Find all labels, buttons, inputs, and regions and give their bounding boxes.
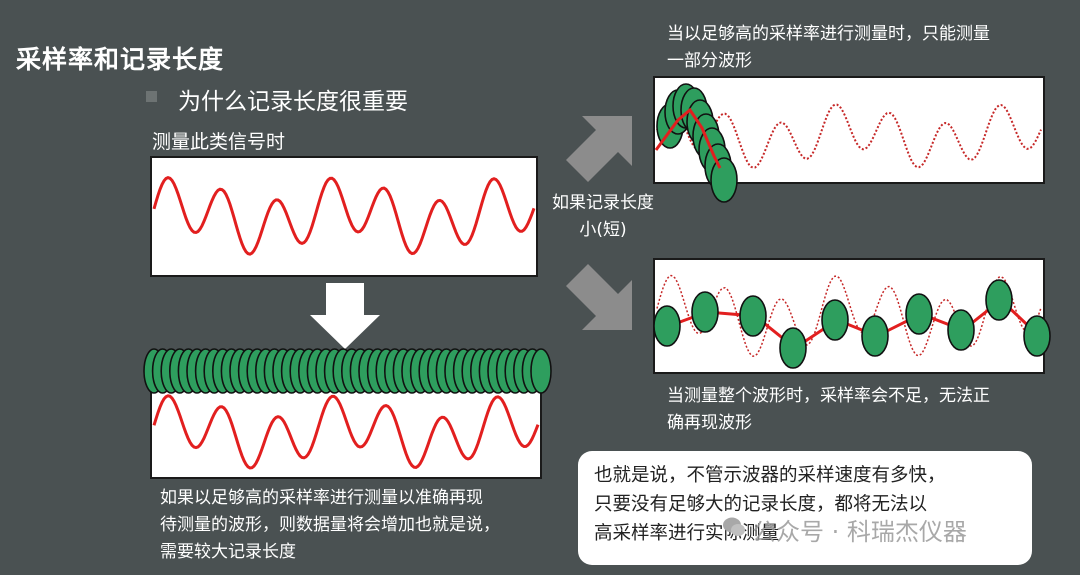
- bottom-right-explanation: 当测量整个波形时，采样率会不足，无法正 确再现波形: [667, 383, 1067, 437]
- bullet-square: [146, 91, 157, 102]
- arrow-down-right: [566, 264, 632, 330]
- slide-subtitle: 为什么记录长度很重要: [178, 89, 408, 115]
- sample-marker: [1023, 315, 1051, 357]
- measure-signal-label: 测量此类信号时: [152, 131, 286, 153]
- bottom-right-line-2: 确再现波形: [667, 413, 752, 433]
- summary-callout: 也就是说，不管示波器的采样速度有多快， 只要没有足够大的记录长度，都将无法以 高…: [578, 451, 1032, 565]
- signal-waveform: [152, 175, 536, 256]
- top-right-explanation: 当以足够高的采样率进行测量时，只能测量 一部分波形: [667, 21, 1067, 75]
- down-arrow: [310, 283, 380, 349]
- sample-marker: [691, 291, 719, 333]
- sample-marker: [710, 157, 738, 203]
- middle-condition-line-1: 如果记录长度: [552, 193, 654, 213]
- undersampled-waveform: [656, 274, 1042, 357]
- callout-line-2: 只要没有足够大的记录长度，都将无法以: [594, 494, 928, 515]
- bottom-explanation-line-1: 如果以足够高的采样率进行测量以准确再现: [160, 488, 483, 508]
- dense-sample-strip: [143, 348, 552, 394]
- top-right-line-1: 当以足够高的采样率进行测量时，只能测量: [667, 24, 990, 44]
- watermark-text: 公众号 · 科瑞杰仪器: [752, 518, 967, 546]
- sampled-waveform: [152, 394, 540, 470]
- sample-marker: [861, 315, 889, 357]
- partial-capture-trace: [654, 107, 722, 169]
- wechat-icon: [723, 517, 745, 536]
- partial-sample-cluster: [654, 83, 738, 203]
- bottom-right-line-1: 当测量整个波形时，采样率会不足，无法正: [667, 386, 990, 406]
- bottom-explanation-line-3: 需要较大记录长度: [160, 542, 296, 562]
- sparse-sample-points: [653, 279, 1051, 369]
- signal-panel: [150, 156, 538, 277]
- sample-marker: [947, 309, 975, 351]
- slide-title: 采样率和记录长度: [16, 45, 225, 74]
- sample-marker: [905, 293, 933, 335]
- sample-marker: [653, 305, 681, 347]
- sample-marker: [739, 295, 767, 337]
- middle-condition-text: 如果记录长度 小(短): [542, 190, 664, 244]
- sample-marker: [530, 348, 552, 394]
- top-right-line-2: 一部分波形: [667, 51, 752, 71]
- middle-condition-line-2: 小(短): [579, 220, 627, 240]
- partial-capture-waveform: [656, 102, 1042, 169]
- bottom-explanation-line-2: 待测量的波形，则数据量将会增加也就是说，: [160, 515, 500, 535]
- bottom-explanation: 如果以足够高的采样率进行测量以准确再现 待测量的波形，则数据量将会增加也就是说，…: [160, 485, 570, 566]
- arrow-up-right: [566, 116, 632, 182]
- sample-marker: [985, 279, 1013, 321]
- sample-marker: [821, 299, 849, 341]
- callout-line-1: 也就是说，不管示波器的采样速度有多快，: [594, 465, 946, 486]
- sample-marker: [779, 327, 807, 369]
